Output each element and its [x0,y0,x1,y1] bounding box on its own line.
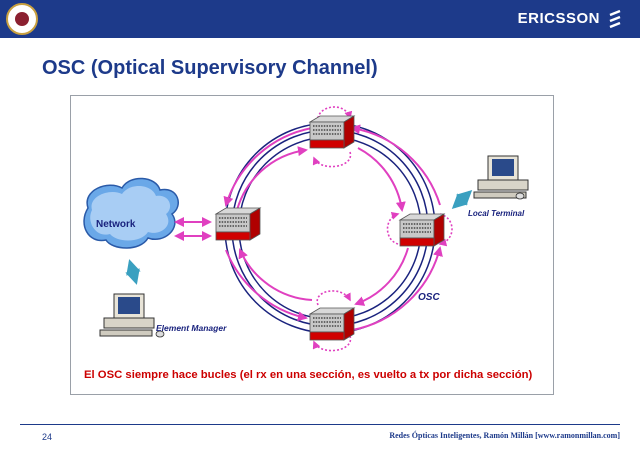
network-node-bottom[interactable] [308,307,356,341]
osc-signal-paths [223,124,443,331]
page-number: 24 [42,432,53,442]
network-label: Network [96,219,136,230]
header-bar [0,0,640,38]
management-link-arrows [125,189,473,285]
network-node-top[interactable] [308,115,356,149]
university-logo [6,3,38,35]
footer-divider [20,424,620,425]
network-link-arrows [174,217,212,241]
diagram-caption: El OSC siempre hace bucles (el rx en una… [84,369,533,381]
local-terminal-label: Local Terminal [468,209,525,218]
ericsson-logo-icon [609,9,621,29]
ericsson-logo-text: ERICSSON [517,10,600,27]
network-cloud [83,177,179,249]
network-node-right[interactable] [398,213,446,247]
local-terminal-computer-icon[interactable] [473,155,529,200]
page-title: OSC (Optical Supervisory Channel) [42,57,378,79]
footer-credit: Redes Ópticas Inteligentes, Ramón Millán… [389,431,620,440]
element-manager-computer-icon[interactable] [99,293,165,338]
element-manager-label: Element Manager [156,323,227,333]
osc-label: OSC [418,292,440,303]
network-node-left[interactable] [214,207,262,241]
